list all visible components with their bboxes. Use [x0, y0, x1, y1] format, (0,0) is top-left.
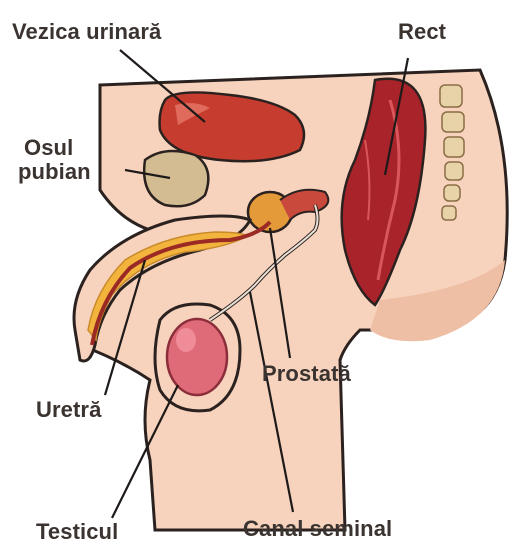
vertebra: [442, 206, 456, 220]
vertebra: [445, 162, 463, 180]
label-prostate: Prostată: [262, 362, 351, 386]
label-pubic-bone-line2: pubian: [18, 160, 91, 184]
vertebra: [442, 112, 464, 132]
label-seminal-canal: Canal seminal: [243, 517, 392, 541]
vertebra: [444, 137, 464, 157]
testicle-highlight: [176, 328, 196, 352]
vertebra: [440, 85, 462, 107]
label-testicle: Testicul: [36, 520, 118, 544]
label-pubic-bone-line1: Osul: [24, 136, 73, 160]
label-bladder: Vezica urinară: [12, 20, 161, 44]
label-rectum: Rect: [398, 20, 446, 44]
pubic-bone-shape: [144, 151, 208, 206]
label-urethra: Uretră: [36, 398, 101, 422]
vertebra: [444, 185, 460, 201]
testicle-shape: [167, 319, 227, 395]
